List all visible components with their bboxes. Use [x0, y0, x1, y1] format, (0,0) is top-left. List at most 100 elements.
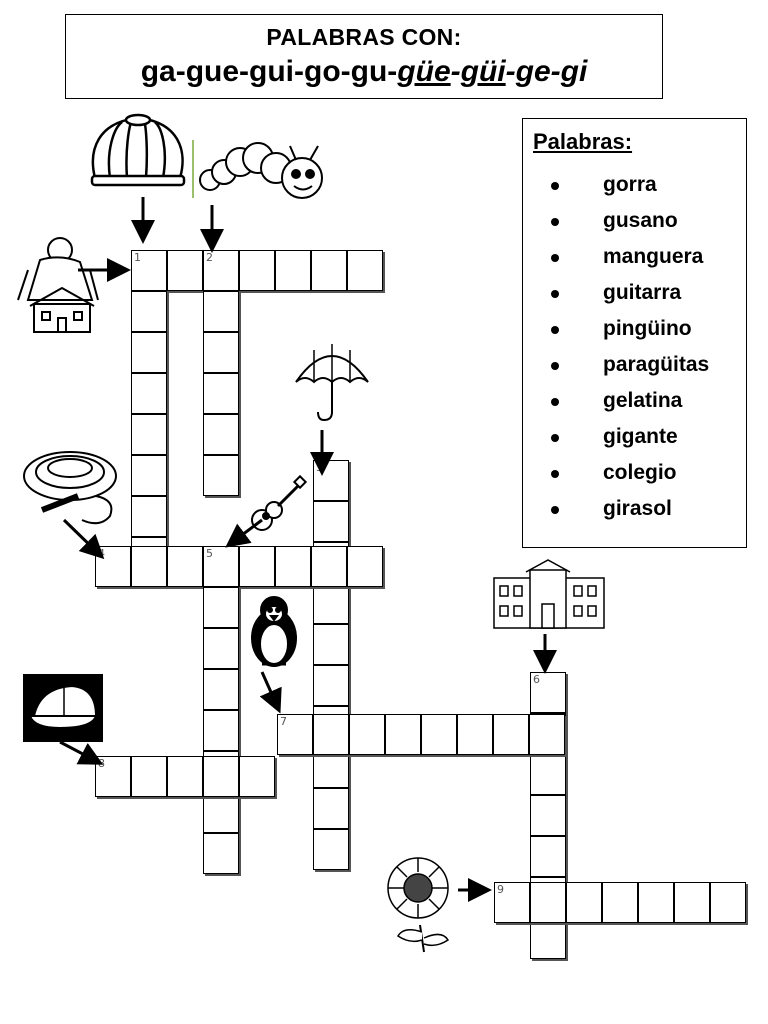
penguin-icon — [251, 596, 297, 667]
arrow-icon — [225, 518, 263, 548]
crossword-cell[interactable] — [203, 373, 239, 414]
clue-number: 9 — [497, 883, 504, 896]
crossword-cell[interactable] — [313, 624, 349, 665]
clue-arrows — [59, 197, 557, 902]
clue-number: 1 — [134, 251, 141, 264]
crossword-cell[interactable] — [203, 669, 239, 710]
umbrella-icon — [295, 344, 369, 422]
crossword-cell[interactable] — [131, 332, 167, 373]
bullet-icon — [551, 290, 559, 298]
title-heading: PALABRAS CON: — [266, 24, 462, 50]
crossword-cell[interactable] — [131, 250, 167, 291]
crossword-cell[interactable] — [530, 882, 566, 923]
crossword-cell[interactable] — [566, 882, 602, 923]
word-text: gusano — [603, 209, 678, 232]
crossword-cell[interactable] — [239, 756, 275, 797]
bullet-icon — [551, 362, 559, 370]
syllable-dash: - — [450, 55, 461, 88]
crossword-cell[interactable] — [347, 250, 383, 291]
hose-icon — [23, 451, 117, 525]
clue-number: 6 — [533, 673, 540, 686]
crossword-cell[interactable] — [347, 546, 383, 587]
crossword-cell[interactable] — [203, 414, 239, 455]
crossword-cell[interactable] — [493, 714, 529, 755]
crossword-cell[interactable] — [131, 455, 167, 496]
sunflower-icon — [387, 857, 450, 953]
crossword-cell[interactable] — [167, 756, 203, 797]
syllables-ge-gi: -ge-gi — [505, 55, 588, 88]
crossword-cell[interactable] — [494, 882, 530, 923]
crossword-cell[interactable] — [313, 501, 349, 542]
title-box: PALABRAS CON: ga-gue-gui-go-gu-güe-güi-g… — [65, 14, 663, 99]
crossword-cell[interactable] — [529, 714, 565, 755]
crossword-cell[interactable] — [203, 546, 239, 587]
crossword-cell[interactable] — [530, 672, 566, 713]
crossword-cell[interactable] — [203, 455, 239, 496]
syllable-gue-dieresis: güe — [397, 55, 451, 88]
arrow-icon — [62, 518, 105, 560]
crossword-cell[interactable] — [313, 583, 349, 624]
crossword-cell[interactable] — [313, 788, 349, 829]
crossword-cell[interactable] — [131, 414, 167, 455]
school-icon — [493, 559, 605, 629]
cap-icon — [23, 674, 103, 742]
crossword-cell[interactable] — [203, 756, 239, 797]
guitar-icon — [251, 474, 308, 531]
title-syllables: ga-gue-gui-go-gu-güe-güi-ge-gi — [66, 55, 662, 89]
crossword-cell[interactable] — [131, 496, 167, 537]
crossword-cell[interactable] — [275, 250, 311, 291]
crossword-cell[interactable] — [203, 792, 239, 833]
crossword-cell[interactable] — [275, 546, 311, 587]
arrow-icon — [59, 740, 104, 765]
crossword-cell[interactable] — [239, 250, 275, 291]
crossword-cell[interactable] — [349, 714, 385, 755]
word-text: gelatina — [603, 389, 683, 412]
crossword-cell[interactable] — [277, 714, 313, 755]
crossword-cell[interactable] — [203, 587, 239, 628]
crossword-cell[interactable] — [131, 546, 167, 587]
bullet-icon — [551, 398, 559, 406]
bullet-icon — [551, 434, 559, 442]
word-bank: Palabras: gorra gusano manguera guitarra… — [522, 118, 747, 548]
word-text: girasol — [603, 497, 672, 520]
bullet-icon — [551, 218, 559, 226]
crossword-cell[interactable] — [203, 833, 239, 874]
crossword-cell[interactable] — [530, 836, 566, 877]
word-text: gorra — [603, 173, 657, 196]
syllables-plain: ga-gue-gui-go-gu- — [140, 55, 398, 88]
word-text: pingüino — [603, 317, 692, 340]
crossword-cell[interactable] — [602, 882, 638, 923]
word-text: gigante — [603, 425, 678, 448]
crossword-cell[interactable] — [421, 714, 457, 755]
crossword-cell[interactable] — [385, 714, 421, 755]
crossword-cell[interactable] — [710, 882, 746, 923]
bullet-icon — [551, 182, 559, 190]
crossword-cell[interactable] — [203, 332, 239, 373]
crossword-cell[interactable] — [131, 291, 167, 332]
clue-number: 5 — [206, 547, 213, 560]
crossword-cell[interactable] — [311, 546, 347, 587]
bullet-icon — [551, 470, 559, 478]
crossword-cell[interactable] — [167, 546, 203, 587]
word-text: guitarra — [603, 281, 682, 304]
crossword-cell[interactable] — [313, 829, 349, 870]
crossword-cell[interactable] — [311, 250, 347, 291]
crossword-cell[interactable] — [674, 882, 710, 923]
crossword-cell[interactable] — [313, 665, 349, 706]
crossword-cell[interactable] — [638, 882, 674, 923]
crossword-cell[interactable] — [203, 710, 239, 751]
crossword-cell[interactable] — [203, 291, 239, 332]
crossword-cell[interactable] — [131, 373, 167, 414]
crossword-cell[interactable] — [203, 250, 239, 291]
crossword-cell[interactable] — [167, 250, 203, 291]
crossword-cell[interactable] — [203, 628, 239, 669]
crossword-cell[interactable] — [457, 714, 493, 755]
crossword-cell[interactable] — [239, 546, 275, 587]
arrow-icon — [259, 671, 282, 714]
bullet-icon — [551, 326, 559, 334]
crossword-cell[interactable] — [530, 795, 566, 836]
crossword-cell[interactable] — [131, 756, 167, 797]
crossword-cell[interactable] — [313, 714, 349, 755]
